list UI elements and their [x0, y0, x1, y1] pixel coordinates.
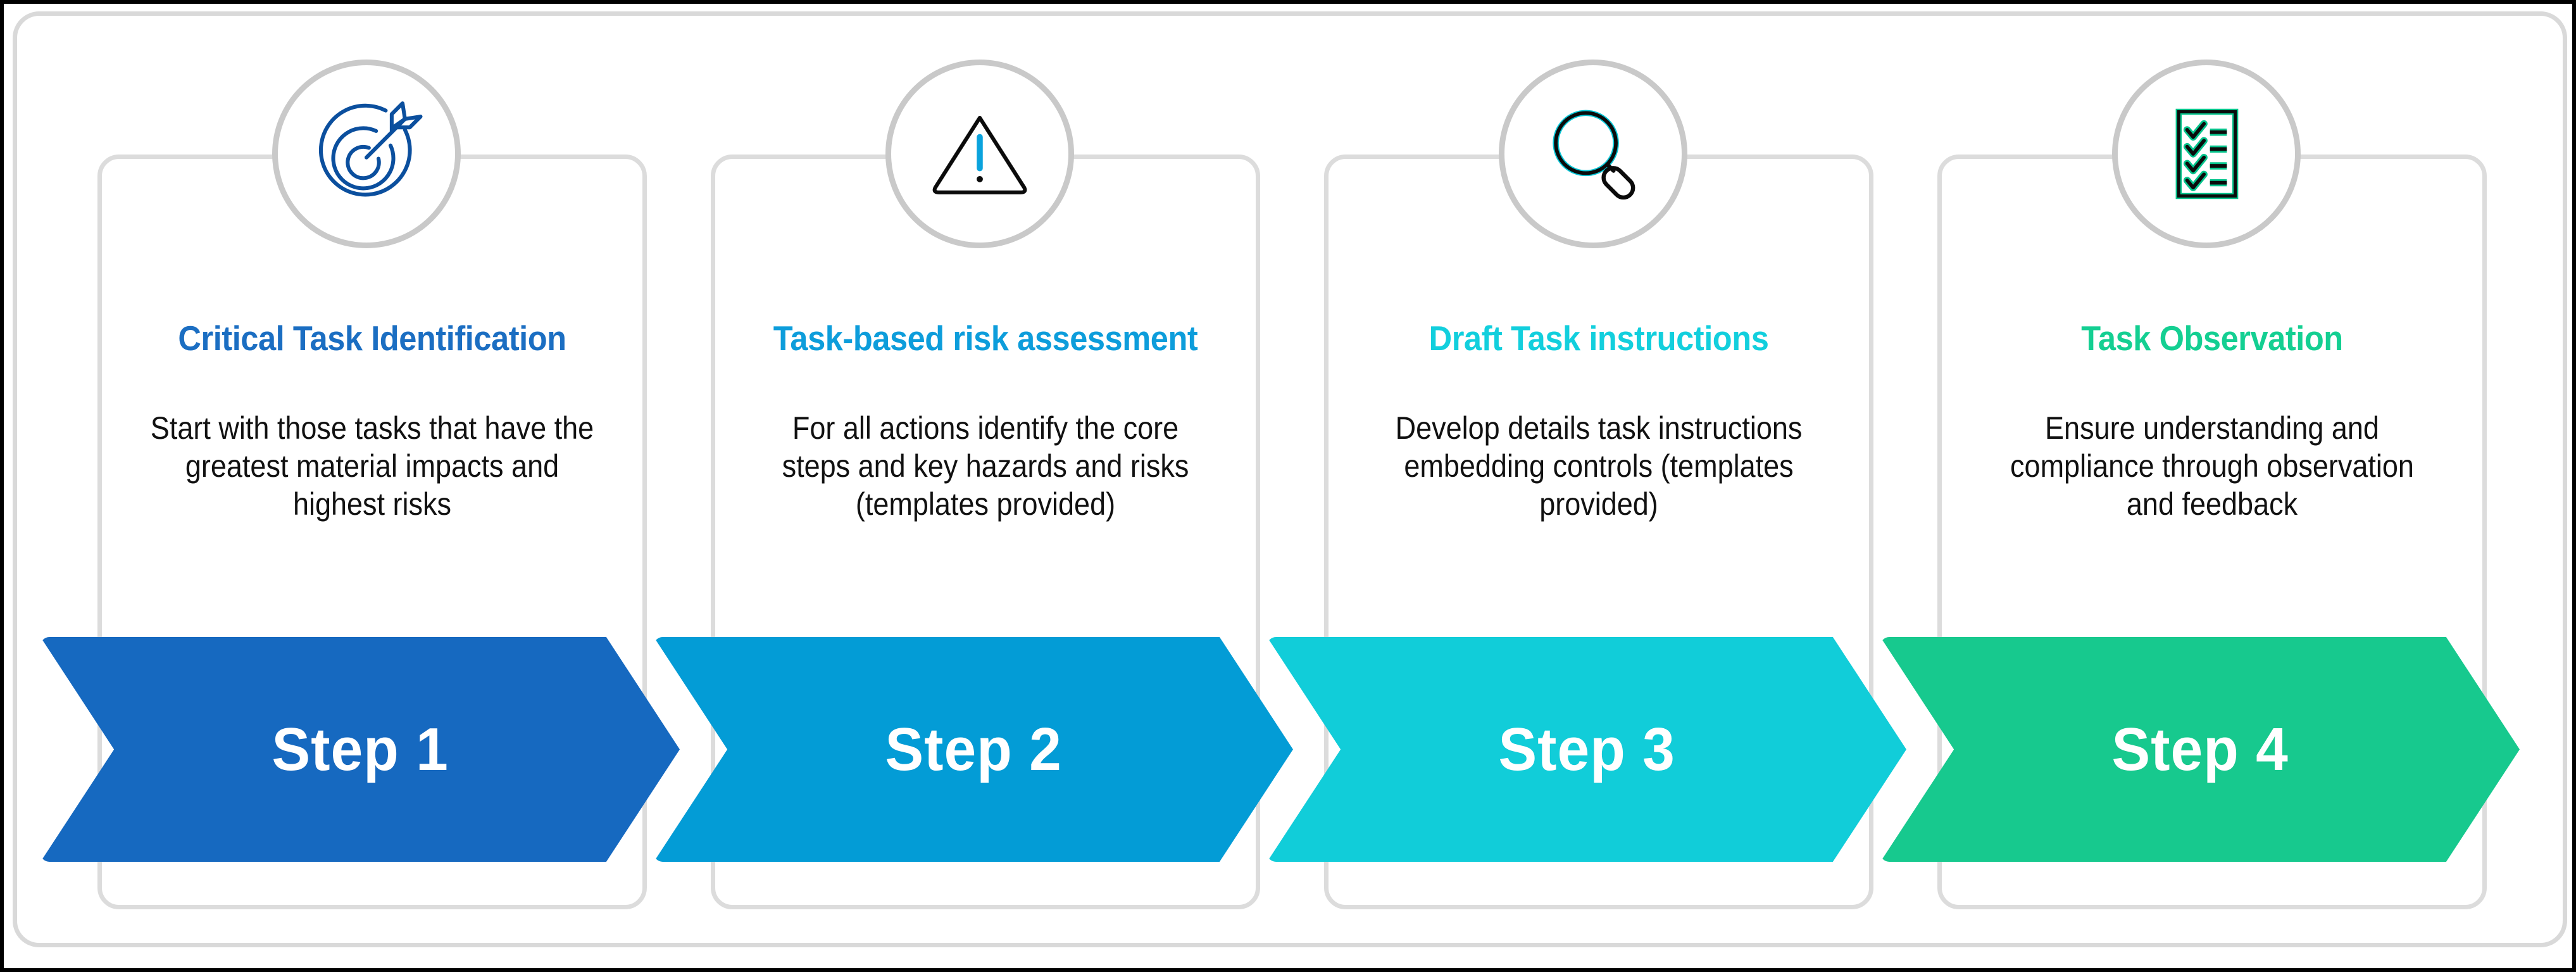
step-title-4: Task Observation: [2081, 319, 2343, 358]
outer-frame: [13, 11, 2567, 947]
step-banner-label-2: Step 2: [885, 715, 1062, 783]
step-icon-badge-3: [1499, 60, 1687, 248]
step-description-4: Ensure understanding and compliance thro…: [2010, 410, 2414, 522]
step-banner-label-3: Step 3: [1498, 715, 1675, 783]
step-icon-badge-4: [2112, 60, 2301, 248]
target-arrow-icon: [306, 94, 427, 214]
step-icon-badge-1: [272, 60, 461, 248]
magnifying-glass-icon: [1533, 94, 1653, 214]
step-banner-2[interactable]: Step 2: [654, 637, 1293, 862]
step-banner-label-4: Step 4: [2111, 715, 2289, 783]
warning-triangle-icon: [920, 94, 1040, 214]
diagram-page: Critical Task Identification Task-based …: [4, 4, 2572, 968]
step-title-1: Critical Task Identification: [178, 319, 566, 358]
step-banner-label-1: Step 1: [272, 715, 449, 783]
step-banner-4[interactable]: Step 4: [1880, 637, 2520, 862]
step-title-3: Draft Task instructions: [1429, 319, 1769, 358]
step-icon-badge-2: [885, 60, 1074, 248]
step-banner-1[interactable]: Step 1: [41, 637, 680, 862]
step-banner-3[interactable]: Step 3: [1267, 637, 1906, 862]
step-description-2: For all actions identify the core steps …: [782, 410, 1189, 522]
step-description-3: Develop details task instructions embedd…: [1395, 410, 1803, 522]
step-title-2: Task-based risk assessment: [773, 319, 1198, 358]
checklist-clipboard-icon: [2146, 94, 2267, 214]
step-description-1: Start with those tasks that have the gre…: [150, 410, 594, 522]
step-cards-container: Critical Task Identification Task-based …: [4, 4, 2576, 972]
